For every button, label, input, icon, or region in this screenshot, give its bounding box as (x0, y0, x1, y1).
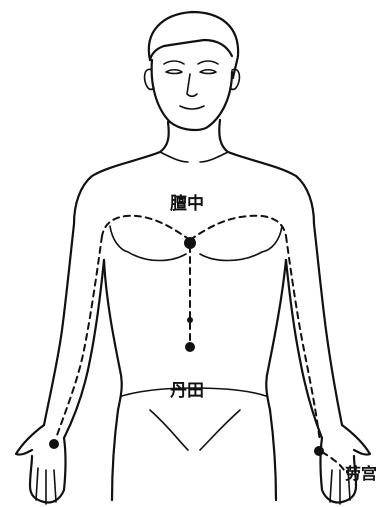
chest-right-path (190, 216, 286, 240)
abdomen-point-label: 丹田 (170, 383, 204, 400)
right-palm-dot (314, 446, 324, 456)
left-palm-dot (49, 439, 59, 449)
right-arm (286, 224, 342, 438)
mid-path-dot (187, 317, 193, 323)
left-arm (44, 224, 104, 438)
palm-label-leader (322, 452, 344, 470)
right-arm-path (286, 236, 320, 442)
chest-point-label: 膻中 (170, 196, 204, 213)
chest-left-path (102, 216, 190, 240)
head (145, 12, 240, 130)
chest-point-dot (184, 237, 196, 249)
torso-outline (74, 120, 314, 500)
palm-point-label: 劳宫 (345, 466, 377, 482)
abdomen-point-dot (185, 342, 195, 352)
left-hand (16, 425, 66, 504)
